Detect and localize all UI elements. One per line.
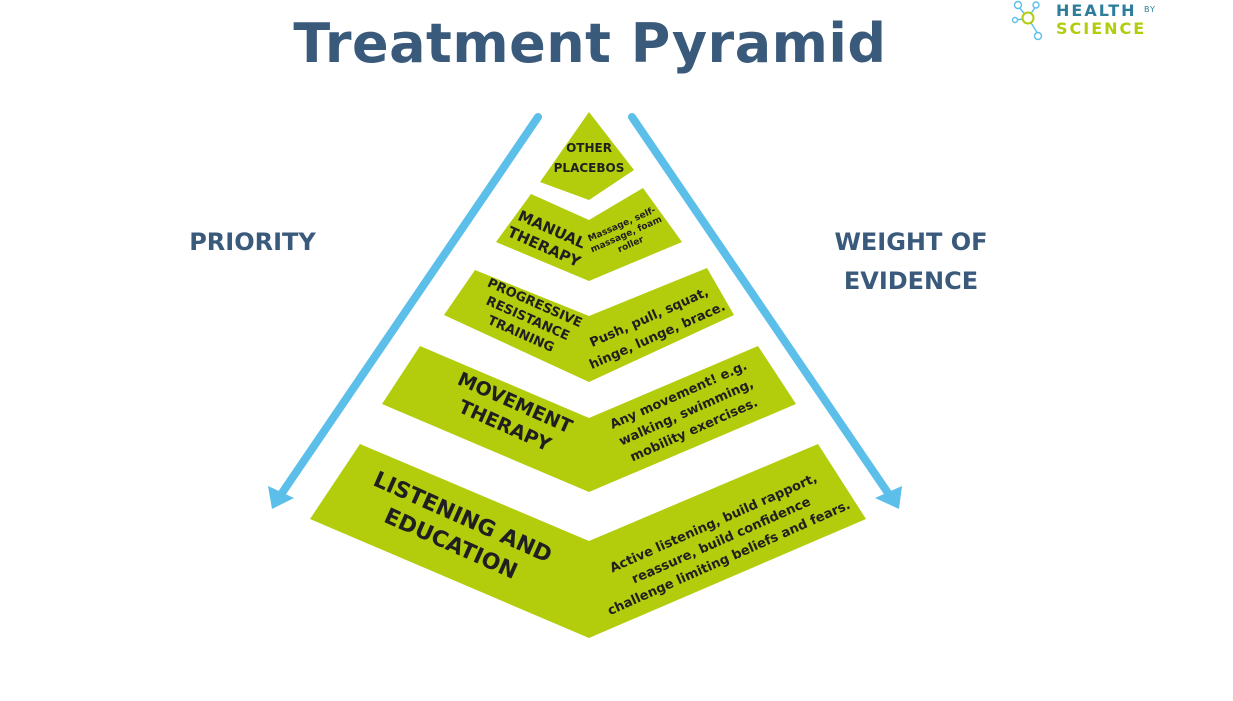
weight-of-evidence-line-1: WEIGHT OF xyxy=(834,228,988,256)
pyramid-tier-2 xyxy=(496,188,682,281)
priority-arrow xyxy=(268,113,542,509)
logo-text-health: HEALTH xyxy=(1056,1,1137,20)
weight-of-evidence-label: WEIGHT OF EVIDENCE xyxy=(805,223,1017,301)
logo-text-by: BY xyxy=(1144,5,1156,14)
tier-1-name-line: PLACEBOS xyxy=(554,161,625,175)
weight-of-evidence-arrow xyxy=(628,113,902,509)
health-by-science-logo: HEALTH BY SCIENCE xyxy=(1008,0,1233,44)
weight-of-evidence-line-2: EVIDENCE xyxy=(843,267,979,295)
priority-label: PRIORITY xyxy=(180,223,325,262)
tier-4-description: Any movement! e.g.walking, swimming,mobi… xyxy=(608,359,765,468)
tier-1-name-line: OTHER xyxy=(566,141,612,155)
pyramid-tier-5 xyxy=(310,444,866,638)
pyramid-tier-1 xyxy=(540,112,634,200)
molecule-icon xyxy=(1011,0,1043,41)
tier-1-name: OTHER PLACEBOS xyxy=(554,141,625,175)
pyramid-tier-3 xyxy=(444,268,734,382)
page-title: Treatment Pyramid xyxy=(293,12,887,75)
pyramid-tier-4 xyxy=(382,346,796,492)
priority-text: PRIORITY xyxy=(189,228,316,256)
logo-text-science: SCIENCE xyxy=(1056,19,1147,38)
